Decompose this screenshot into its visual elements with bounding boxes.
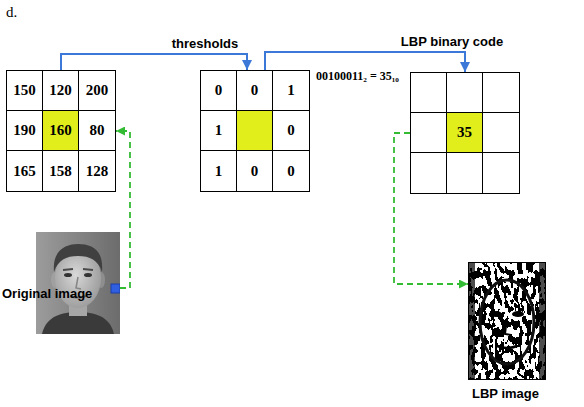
eye [84, 273, 92, 277]
center-cell: 35 [447, 113, 483, 153]
cell-value: 0 [215, 82, 223, 99]
image-caption: LBP image [472, 386, 539, 401]
panel-letter: d. [6, 4, 17, 21]
grid-cell: 200 [79, 71, 115, 111]
grid-cell [447, 73, 483, 113]
cell-value: 0 [251, 82, 259, 99]
grid-cell [483, 153, 519, 193]
grid-cell [411, 113, 447, 153]
cell-value: 128 [86, 163, 109, 180]
cell-value: 158 [49, 163, 72, 180]
grid-cell: 0 [273, 111, 309, 151]
sample-patch [111, 284, 120, 293]
grid-cell: 1 [201, 151, 237, 191]
lbp-texture [468, 262, 546, 380]
eye [490, 311, 502, 317]
eye [512, 311, 524, 317]
cell-value: 0 [251, 163, 259, 180]
step-label: LBP binary code [399, 34, 505, 49]
cell-value: 0 [287, 122, 295, 139]
grid-cell: 150 [7, 71, 43, 111]
binary-code: 00100011₂ = 35₁₀ [316, 69, 399, 84]
nose [505, 318, 511, 335]
grid-cell: 80 [79, 111, 115, 151]
grid-cell [483, 113, 519, 153]
cell-value: 165 [13, 163, 36, 180]
grid-cell: 120 [43, 71, 79, 111]
cell-value: 200 [86, 82, 109, 99]
cell-value: 80 [90, 122, 105, 139]
face-contour [480, 280, 534, 364]
cell-value: 160 [49, 122, 72, 139]
lbp-code-grid: 35 [410, 72, 520, 194]
grid-cell: 0 [237, 71, 273, 111]
threshold-grid: 0 0 1 1 0 1 0 0 [200, 70, 310, 192]
pixel-grid: 150 120 200 190 160 80 165 158 128 [6, 70, 116, 192]
dark-edge [539, 262, 546, 380]
cell-value: 150 [13, 82, 36, 99]
grid-cell [411, 153, 447, 193]
frame [469, 263, 546, 380]
cell-value: 1 [287, 82, 295, 99]
grid-cell: 0 [273, 151, 309, 191]
step-label: thresholds [170, 36, 240, 51]
cell-value: 1 [215, 163, 223, 180]
grid-cell: 158 [43, 151, 79, 191]
texture [468, 262, 546, 380]
grid-cell: 0 [237, 151, 273, 191]
eye [64, 273, 72, 277]
mouth [497, 346, 517, 348]
grid-cell [483, 73, 519, 113]
lbp-image: LBP image [468, 262, 546, 380]
cell-value: 0 [287, 163, 295, 180]
grid-cell [411, 73, 447, 113]
cell-value: 120 [49, 82, 72, 99]
face-photo [36, 232, 120, 334]
grid-cell: 0 [201, 71, 237, 111]
hair [54, 244, 102, 272]
grid-cell: 1 [201, 111, 237, 151]
grid-cell: 190 [7, 111, 43, 151]
grid-cell [447, 153, 483, 193]
cell-value: 1 [215, 122, 223, 139]
center-cell [237, 111, 273, 151]
step-arrow [61, 54, 247, 70]
grid-cell: 128 [79, 151, 115, 191]
dark-edge [468, 262, 475, 380]
photo-background [36, 232, 120, 334]
original-image: Original image [36, 232, 120, 334]
grid-cell: 165 [7, 151, 43, 191]
cell-value: 35 [457, 124, 472, 141]
eyebrows [63, 269, 93, 270]
grid-cell: 1 [273, 71, 309, 111]
center-cell: 160 [43, 111, 79, 151]
cell-value: 190 [13, 122, 36, 139]
image-caption: Original image [2, 286, 92, 301]
